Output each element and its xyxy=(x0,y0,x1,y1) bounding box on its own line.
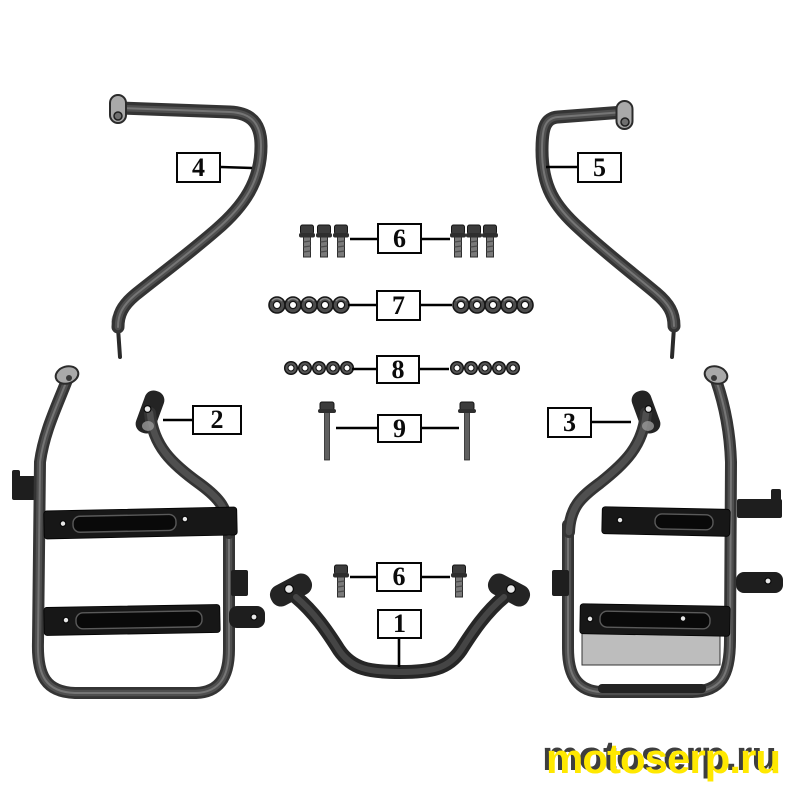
hardware-6-bolts-right xyxy=(449,224,499,258)
callout-box-9: 9 xyxy=(377,414,422,443)
part-3-frame-right xyxy=(552,365,783,693)
part-2-frame-left xyxy=(12,365,265,693)
callout-box-7: 7 xyxy=(376,290,421,321)
hardware-6-bolts-left xyxy=(298,224,350,258)
callout-box-6b: 6 xyxy=(376,562,422,592)
rack-rail-upper-left xyxy=(43,506,238,540)
callout-box-1: 1 xyxy=(377,609,422,639)
callout-box-5: 5 xyxy=(577,152,622,183)
rack-rail-lower-right xyxy=(579,603,731,637)
callout-box-2: 2 xyxy=(192,405,242,435)
leader-lines xyxy=(163,165,631,667)
part-1-support-bracket xyxy=(269,573,531,672)
callout-box-8: 8 xyxy=(376,355,420,384)
part-5-tube-right xyxy=(542,100,674,359)
callout-box-6: 6 xyxy=(377,223,422,254)
callout-box-3: 3 xyxy=(547,407,592,438)
rack-rail-lower-left xyxy=(43,604,221,636)
hardware-8-washers-left xyxy=(283,360,355,376)
callout-box-4: 4 xyxy=(176,152,221,183)
site-watermark: motoserp.ru xyxy=(545,735,781,782)
rack-rail-upper-right xyxy=(601,506,731,537)
hardware-7-washers-right xyxy=(452,296,534,314)
part-4-tube-left xyxy=(109,94,261,359)
hardware-8-washers-right xyxy=(449,360,521,376)
hardware-7-washers-left xyxy=(268,296,350,314)
